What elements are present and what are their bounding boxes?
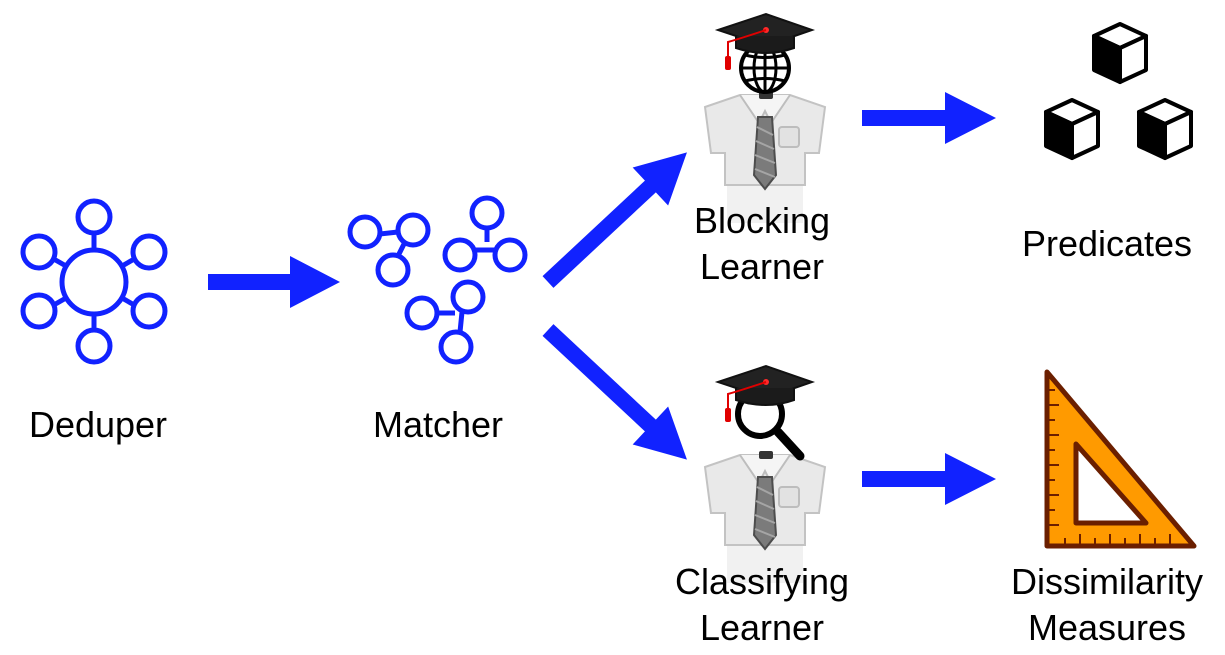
cubes-icon	[1044, 22, 1193, 160]
dissimilarity-measures-label-line2: Measures	[1028, 607, 1186, 648]
arrow-matcher-to-blocking	[542, 152, 687, 288]
dissimilarity-measures-label-line1: Dissimilarity	[1011, 561, 1203, 602]
arrow-deduper-to-matcher	[208, 256, 340, 308]
network-clusters-icon	[347, 195, 528, 365]
arrow-matcher-to-classifying	[542, 324, 687, 460]
blocking-learner-label-line1: Blocking	[694, 200, 830, 241]
graduate-globe-icon	[704, 13, 826, 224]
predicates-label: Predicates	[1022, 223, 1192, 264]
classifying-learner-label-line1: Classifying	[675, 561, 849, 602]
network-hub-icon	[20, 198, 168, 365]
deduper-label: Deduper	[29, 404, 167, 445]
classifying-learner-label-line2: Learner	[700, 607, 824, 648]
matcher-label: Matcher	[373, 404, 503, 445]
blocking-learner-label-line2: Learner	[700, 246, 824, 287]
set-square-ruler-icon	[1044, 369, 1197, 549]
graduate-magnifier-icon	[704, 365, 826, 584]
arrow-blocking-to-predicates	[862, 92, 996, 144]
arrow-classifying-to-dissimilarity	[862, 453, 996, 505]
